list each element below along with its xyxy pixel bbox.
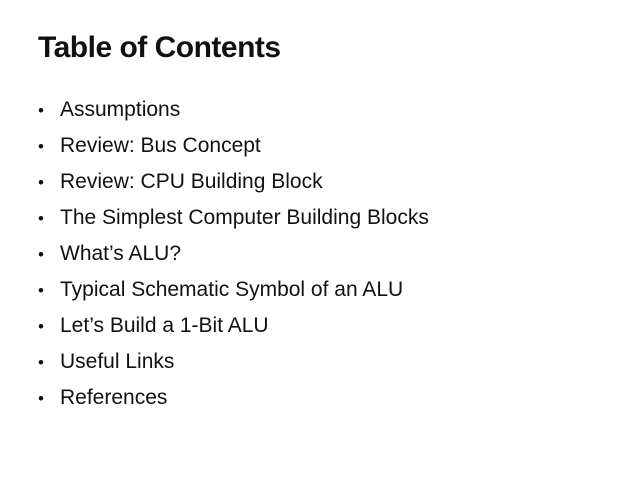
bullet-icon: • [38,281,44,300]
bullet-icon: • [38,137,44,156]
bullet-icon: • [38,209,44,228]
list-item: • Assumptions [38,92,618,128]
bullet-icon: • [38,101,44,120]
list-item-label: References [60,386,168,409]
list-item: • References [38,380,618,416]
bullet-icon: • [38,353,44,372]
list-item-label: What’s ALU? [60,242,182,265]
list-item-label: Typical Schematic Symbol of an ALU [60,278,404,301]
list-item-label: Assumptions [60,98,181,121]
slide-title: Table of Contents [38,31,281,64]
list-item: • Useful Links [38,344,618,380]
list-item: • Typical Schematic Symbol of an ALU [38,272,618,308]
list-item-label: Review: CPU Building Block [60,170,323,193]
list-item-label: Review: Bus Concept [60,134,261,157]
list-item-label: Useful Links [60,350,175,373]
toc-list: • Assumptions • Review: Bus Concept • Re… [38,92,618,416]
bullet-icon: • [38,173,44,192]
bullet-icon: • [38,245,44,264]
bullet-icon: • [38,389,44,408]
list-item: • Review: Bus Concept [38,128,618,164]
list-item: • Let’s Build a 1-Bit ALU [38,308,618,344]
list-item: • Review: CPU Building Block [38,164,618,200]
bullet-icon: • [38,317,44,336]
list-item-label: The Simplest Computer Building Blocks [60,206,429,229]
list-item-label: Let’s Build a 1-Bit ALU [60,314,269,337]
list-item: • What’s ALU? [38,236,618,272]
list-item: • The Simplest Computer Building Blocks [38,200,618,236]
